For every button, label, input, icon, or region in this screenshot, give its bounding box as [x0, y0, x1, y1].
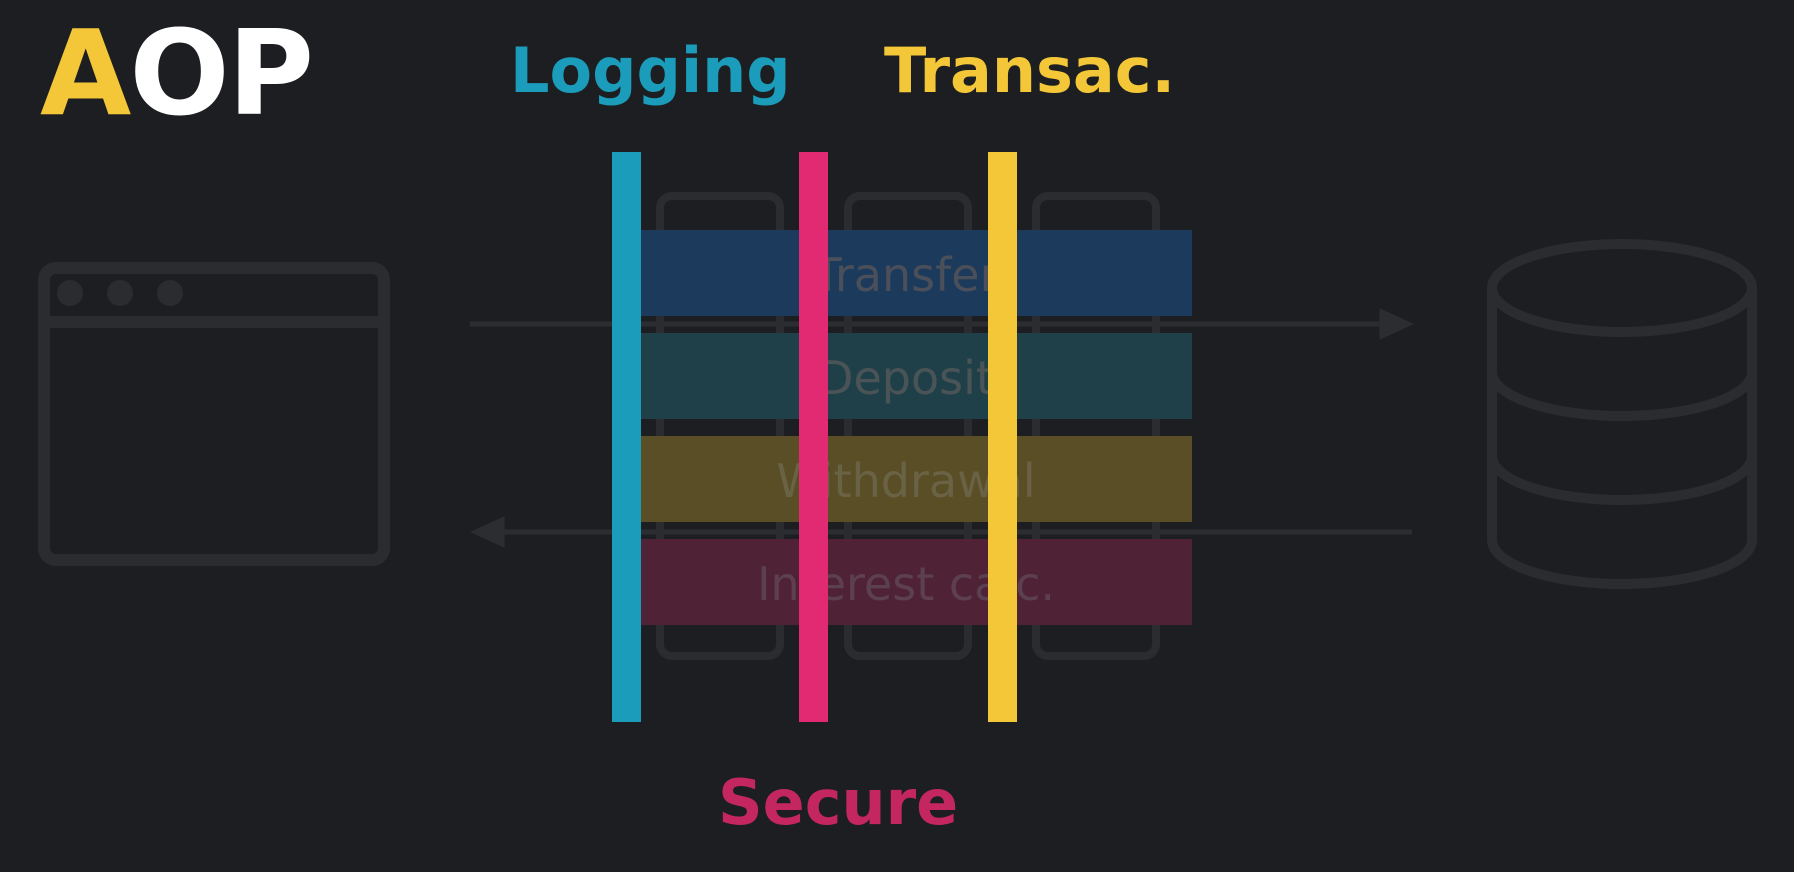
- logging-aspect-bar: [612, 152, 641, 722]
- layer-deposit-label: Deposit: [818, 351, 994, 405]
- database-icon: [1487, 239, 1757, 589]
- browser-window-icon: [38, 262, 390, 566]
- layer-withdrawal: Withdrawal: [640, 436, 1192, 522]
- title-rest: OP: [129, 4, 314, 142]
- title-first-letter: A: [40, 4, 131, 142]
- transaction-aspect-bar: [988, 152, 1017, 722]
- logging-label: Logging: [510, 34, 791, 107]
- layer-transfer-label: Transfer: [813, 248, 999, 302]
- secure-label: Secure: [718, 766, 959, 839]
- module-columns: [656, 192, 1160, 660]
- layer-interest-calc: Interest calc.: [640, 539, 1192, 625]
- layer-transfer: Transfer: [640, 230, 1192, 316]
- layer-deposit: Deposit: [640, 333, 1192, 419]
- arrow-left-icon: [470, 516, 1412, 548]
- secure-aspect-bar: [799, 152, 828, 722]
- transaction-label: Transac.: [884, 34, 1176, 107]
- page-title: AOP: [40, 14, 314, 132]
